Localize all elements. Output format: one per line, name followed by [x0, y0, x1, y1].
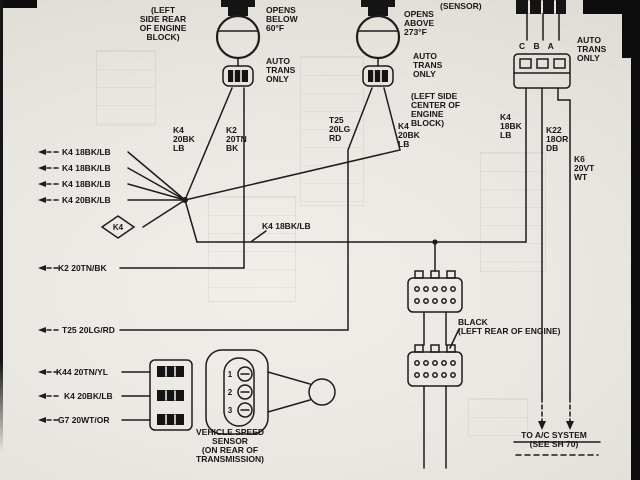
vss-boot-outline [267, 371, 336, 413]
note-left-side-rear-engine-block: (LEFT SIDE REAR OF ENGINE BLOCK) [139, 5, 187, 43]
sensor-three-way-connector [513, 0, 571, 89]
ground-splice-fan [127, 151, 198, 243]
bleedthrough-artifact [468, 398, 528, 436]
bleedthrough-artifact [480, 152, 546, 272]
vss-pin-3-label: 3 [228, 406, 233, 415]
ac-arrowheads [538, 421, 574, 430]
wire-label-k6-20vt-wt-pinA: K6 20VT WT [574, 154, 595, 183]
wire-label-left-4: K2 20TN/BK [58, 263, 107, 273]
wire-label-left-1: K4 18BK/LB [62, 163, 111, 173]
photo-edge-left-strip [0, 0, 3, 452]
wire-label-left-5: T25 20LG/RD [62, 325, 115, 335]
engine-harness-connector-lower [407, 344, 463, 387]
k4-circuit-diamond [100, 215, 136, 239]
page-edge-arrowheads [38, 149, 46, 423]
note-opens-above-273f: OPENS ABOVE 273°F [404, 9, 435, 38]
note-auto-trans-only-2: AUTO TRANS ONLY [413, 51, 443, 80]
wire-label-left-3: K4 20BK/LB [62, 195, 111, 205]
engine-harness-connector-upper [407, 270, 463, 313]
wire-label-t25-20lg-rd-s2: T25 20LG RD [329, 115, 351, 144]
black-note-pointer [449, 328, 460, 349]
temp-switch-symbol-left [215, 0, 261, 87]
photo-edge-top-left [0, 0, 37, 8]
branch-junction-dot [432, 239, 438, 245]
ac-note-rules [513, 441, 601, 456]
note-vehicle-speed-sensor: VEHICLE SPEED SENSOR (ON REAR OF TRANSMI… [195, 427, 265, 465]
wire-label-k22-18or-db-pinB: K22 18OR DB [546, 125, 569, 154]
connector-pin-letters-cba: C B A [519, 41, 557, 51]
temp-switch-symbol-right [355, 0, 401, 87]
wire-label-left-7: K4 20BK/LB [64, 391, 113, 401]
note-left-side-center-engine-block: (LEFT SIDE CENTER OF ENGINE BLOCK) [411, 91, 461, 129]
note-opens-below-60f: OPENS BELOW 60°F [266, 5, 298, 34]
page-edge-arrows [41, 151, 59, 421]
wire-runs [119, 87, 571, 423]
note-black-left-rear-engine: BLACK (LEFT REAR OF ENGINE) [458, 317, 561, 337]
wire-label-left-0: K4 18BK/LB [62, 147, 111, 157]
bleedthrough-artifact [208, 196, 296, 302]
bleedthrough-artifact [300, 56, 364, 206]
note-auto-trans-only-3: AUTO TRANS ONLY [577, 35, 607, 64]
photo-edge-right-strip [631, 0, 640, 480]
vss-pin-2-label: 2 [228, 388, 233, 397]
wire-label-k4-20bk-lb-s2: K4 20BK LB [398, 121, 420, 150]
wire-label-k4-18bk-lb-run: K4 18BK/LB [262, 221, 311, 231]
wire-label-left-8: G7 20WT/OR [58, 415, 110, 425]
wire-label-k4-20bk-lb-s1: K4 20BK LB [173, 125, 195, 154]
connector-link-wires [423, 311, 447, 469]
wire-label-k4-18bk-lb-pinC: K4 18BK LB [500, 112, 522, 141]
wire-label-left-2: K4 18BK/LB [62, 179, 111, 189]
wire-label-left-6: K44 20TN/YL [56, 367, 108, 377]
note-sensor: (SENSOR) [440, 1, 482, 11]
k4-diamond-label: K4 [113, 223, 124, 232]
vss-harness-connector [121, 359, 193, 431]
note-to-ac-system: TO A/C SYSTEM (SEE SH 70) [521, 430, 587, 450]
vehicle-speed-sensor-connector [205, 349, 269, 435]
bleedthrough-artifact [96, 50, 156, 126]
note-auto-trans-only-1: AUTO TRANS ONLY [266, 56, 296, 85]
wire-label-k2-20tn-bk-s1: K2 20TN BK [226, 125, 247, 154]
vss-pin-1-label: 1 [228, 370, 233, 379]
